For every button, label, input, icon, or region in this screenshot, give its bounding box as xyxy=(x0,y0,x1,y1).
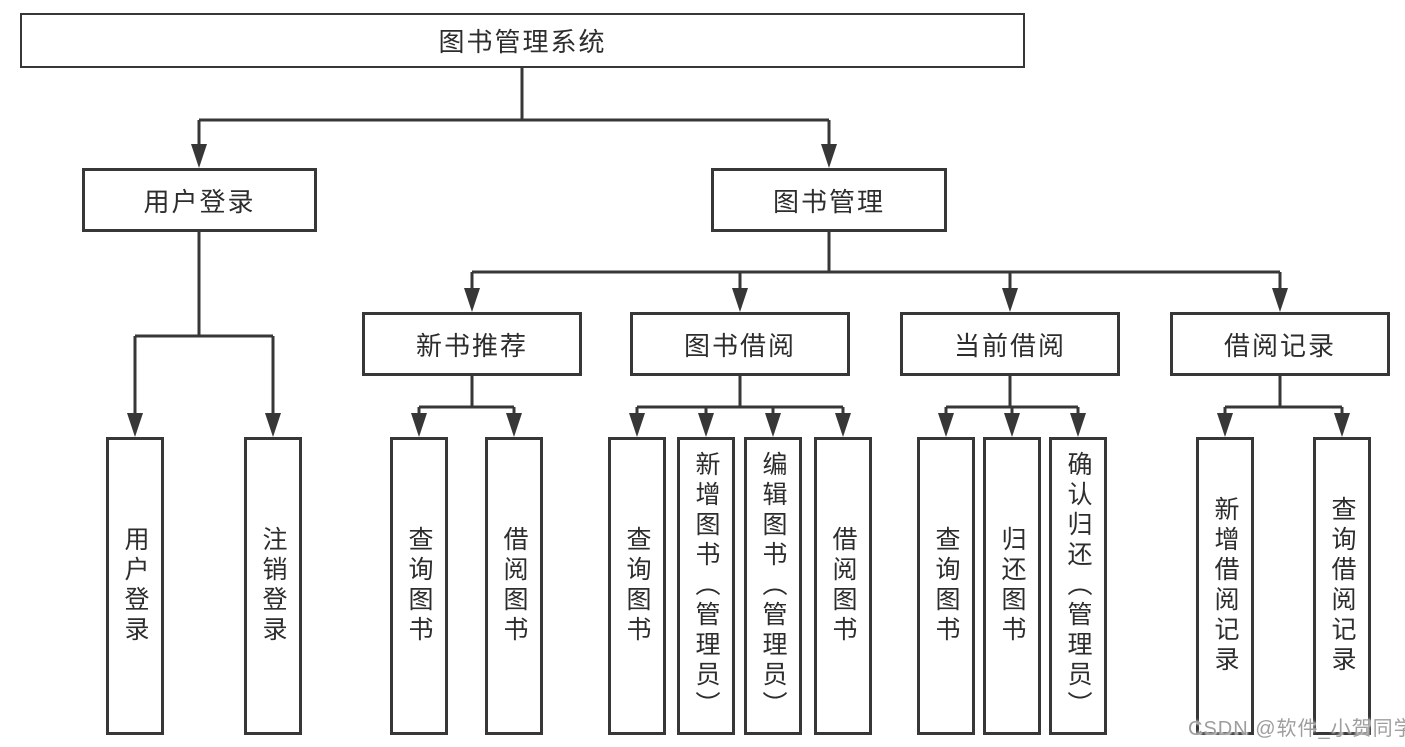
connector-borrow-records xyxy=(1217,376,1350,437)
watermark: CSDN @软件_小贺同学 xyxy=(1188,718,1405,740)
leaf-current-return: 归还图书 xyxy=(983,437,1041,735)
connector-new-books xyxy=(411,376,522,437)
leaf-records-add: 新增借阅记录 xyxy=(1196,437,1254,735)
node-book-mgmt: 图书管理 xyxy=(711,168,947,232)
connector-current-borrow xyxy=(938,376,1086,437)
leaf-borrow-query: 查询图书 xyxy=(608,437,666,735)
connector-root xyxy=(191,68,837,168)
node-root: 图书管理系统 xyxy=(20,13,1025,68)
leaf-borrow-edit-admin: 编辑图书（管理员） xyxy=(744,437,802,735)
leaf-records-query: 查询借阅记录 xyxy=(1313,437,1371,735)
leaf-borrow-add-admin: 新增图书（管理员） xyxy=(677,437,735,735)
leaf-newbooks-query: 查询图书 xyxy=(390,437,448,735)
node-book-borrow: 图书借阅 xyxy=(630,312,850,376)
leaf-user-login: 用户登录 xyxy=(106,437,164,735)
leaf-borrow-borrow: 借阅图书 xyxy=(814,437,872,735)
leaf-current-query: 查询图书 xyxy=(917,437,975,735)
connector-book-mgmt xyxy=(464,232,1288,312)
node-borrow-records: 借阅记录 xyxy=(1170,312,1390,376)
connector-user-login xyxy=(127,232,281,437)
connector-book-borrow xyxy=(629,376,851,437)
leaf-newbooks-borrow: 借阅图书 xyxy=(485,437,543,735)
node-current-borrow: 当前借阅 xyxy=(900,312,1120,376)
node-user-login: 用户登录 xyxy=(82,168,317,232)
leaf-logout: 注销登录 xyxy=(244,437,302,735)
leaf-current-confirm-admin: 确认归还（管理员） xyxy=(1049,437,1107,735)
node-new-books: 新书推荐 xyxy=(362,312,582,376)
